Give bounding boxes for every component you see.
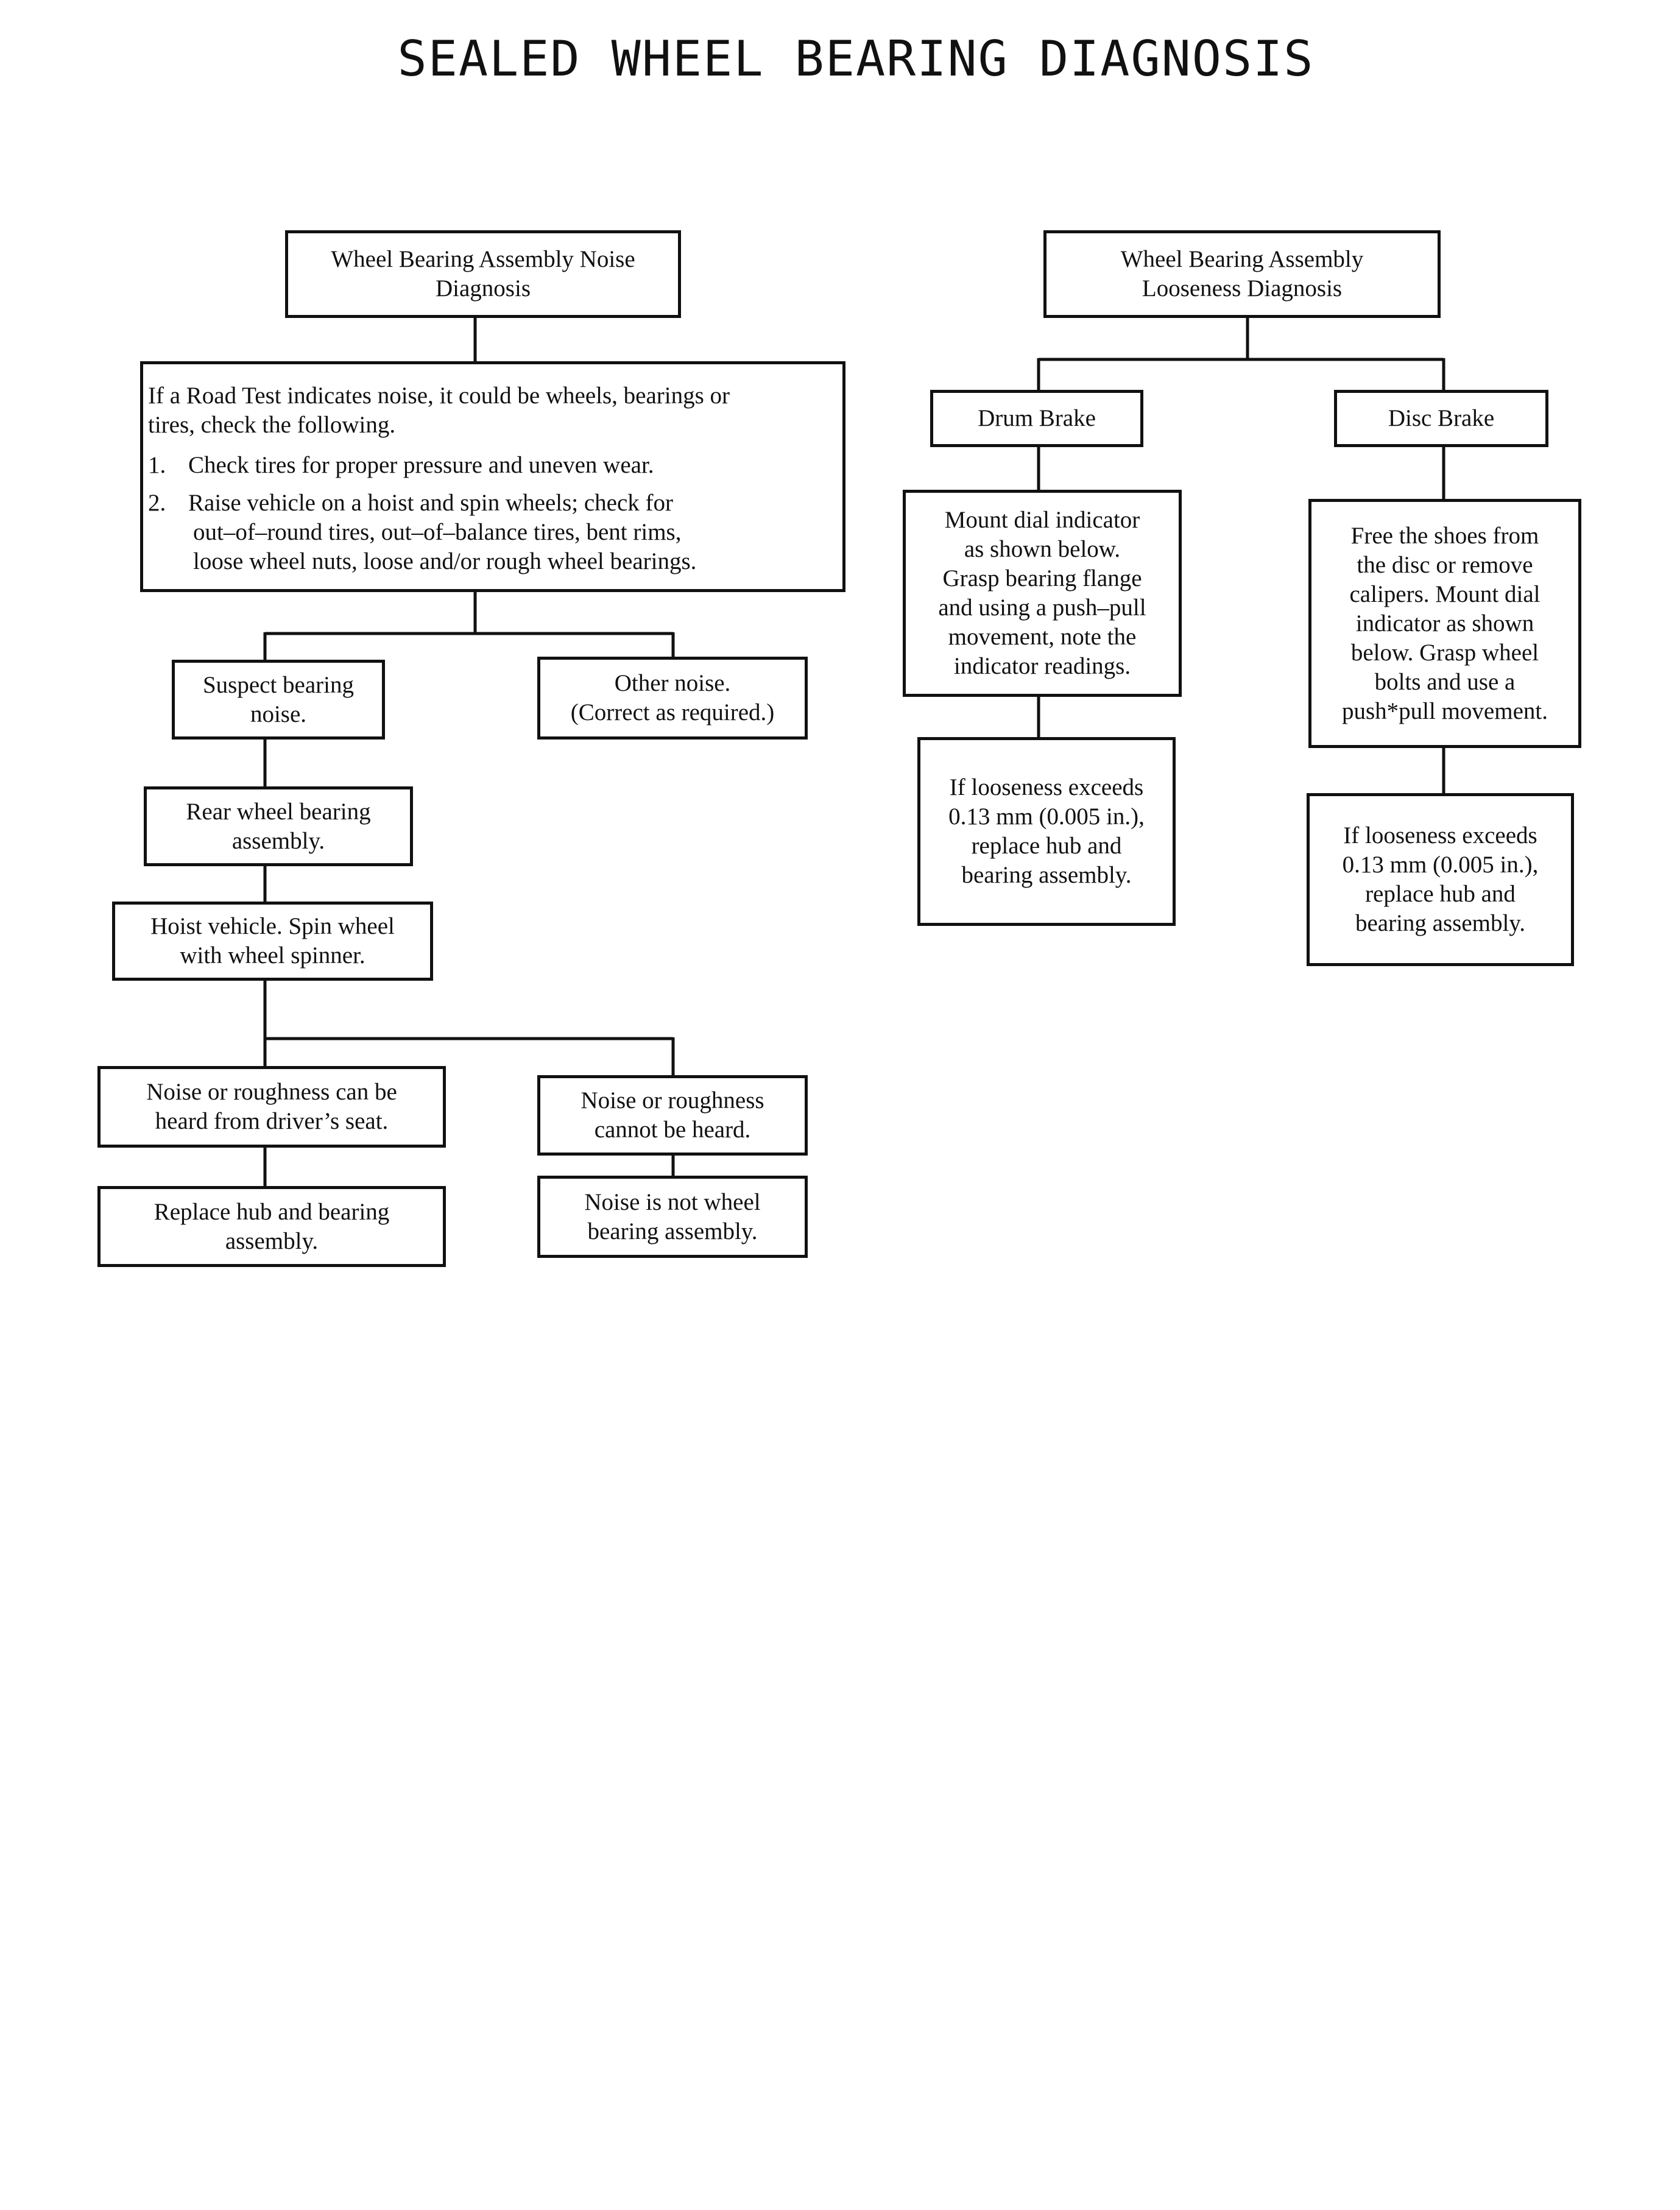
disc-brake-box: Disc Brake — [1334, 390, 1548, 447]
replace-hub-line: Replace hub and bearing — [154, 1198, 390, 1225]
disc-brake-label: Disc Brake — [1388, 405, 1495, 431]
noise-header-line: Diagnosis — [436, 275, 531, 302]
check-item-line: loose wheel nuts, loose and/or rough whe… — [193, 548, 697, 574]
looseness-header-line: Looseness Diagnosis — [1142, 275, 1343, 302]
disc-dial-indicator-box: Free the shoes from the disc or remove c… — [1308, 499, 1581, 748]
drum-step-line: indicator readings. — [953, 653, 1131, 679]
drum-step-line: Mount dial indicator — [944, 507, 1140, 533]
page-title: SEALED WHEEL BEARING DIAGNOSIS — [397, 30, 1315, 87]
replace-hub-line: assembly. — [225, 1227, 319, 1254]
drum-brake-label: Drum Brake — [978, 405, 1096, 431]
disc-result-line: bearing assembly. — [1355, 910, 1526, 936]
disc-step-line: below. Grasp wheel — [1350, 639, 1539, 666]
check-item-line: Check tires for proper pressure and unev… — [188, 452, 654, 478]
check-item-number: 2. — [148, 490, 166, 516]
disc-result-line: replace hub and — [1365, 881, 1516, 907]
drum-result-line: replace hub and — [971, 833, 1122, 859]
suspect-bearing-line: Suspect bearing — [202, 671, 354, 698]
noise-heard-line: Noise or roughness can be — [146, 1079, 397, 1105]
noise-header-line: Wheel Bearing Assembly Noise — [331, 246, 635, 272]
noise-not-heard-box: Noise or roughness cannot be heard. — [537, 1075, 808, 1156]
rear-wheel-line: assembly. — [231, 827, 325, 854]
drum-result-line: If looseness exceeds — [949, 774, 1144, 800]
not-wheel-bearing-line: Noise is not wheel — [584, 1188, 761, 1215]
disc-step-line: bolts and use a — [1374, 668, 1516, 695]
disc-step-line: calipers. Mount dial — [1349, 581, 1541, 607]
drum-step-line: Grasp bearing flange — [942, 565, 1142, 591]
looseness-header-line: Wheel Bearing Assembly — [1120, 246, 1364, 272]
suspect-bearing-box: Suspect bearing noise. — [172, 660, 385, 740]
noise-not-heard-line: Noise or roughness — [581, 1087, 764, 1114]
noise-heard-line: heard from driver’s seat. — [155, 1108, 389, 1134]
looseness-diagnosis-header: Wheel Bearing Assembly Looseness Diagnos… — [1043, 230, 1441, 318]
hoist-vehicle-box: Hoist vehicle. Spin wheel with wheel spi… — [112, 902, 433, 981]
rear-wheel-bearing-box: Rear wheel bearing assembly. — [144, 786, 413, 866]
hoist-line: with wheel spinner. — [180, 942, 365, 969]
disc-step-line: push*pull movement. — [1342, 697, 1548, 724]
check-item-number: 1. — [148, 452, 166, 478]
hoist-line: Hoist vehicle. Spin wheel — [150, 913, 395, 939]
suspect-bearing-line: noise. — [250, 701, 307, 727]
disc-step-line: the disc or remove — [1357, 551, 1533, 578]
noise-not-heard-line: cannot be heard. — [594, 1117, 751, 1143]
road-test-intro-line: tires, check the following. — [148, 412, 396, 438]
other-noise-box: Other noise. (Correct as required.) — [537, 657, 808, 740]
drum-dial-indicator-box: Mount dial indicator as shown below. Gra… — [903, 490, 1182, 697]
check-item: 1. Check tires for proper pressure and u… — [148, 451, 654, 480]
not-wheel-bearing-box: Noise is not wheel bearing assembly. — [537, 1176, 808, 1258]
drum-result-line: bearing assembly. — [961, 862, 1132, 888]
disc-step-line: indicator as shown — [1355, 610, 1534, 637]
drum-step-line: and using a push–pull — [938, 595, 1146, 621]
disc-looseness-result-box: If looseness exceeds 0.13 mm (0.005 in.)… — [1307, 793, 1574, 966]
road-test-intro-line: If a Road Test indicates noise, it could… — [148, 383, 730, 409]
check-item: 2. Raise vehicle on a hoist and spin whe… — [148, 489, 673, 518]
disc-result-line: If looseness exceeds — [1343, 822, 1537, 849]
other-noise-line: Other noise. — [614, 670, 731, 696]
drum-step-line: movement, note the — [948, 624, 1137, 650]
drum-result-line: 0.13 mm (0.005 in.), — [948, 803, 1145, 830]
drum-step-line: as shown below. — [964, 536, 1121, 562]
replace-hub-box: Replace hub and bearing assembly. — [97, 1186, 446, 1267]
disc-step-line: Free the shoes from — [1350, 522, 1539, 549]
road-test-box: If a Road Test indicates noise, it could… — [140, 361, 845, 592]
drum-brake-box: Drum Brake — [930, 390, 1143, 447]
other-noise-line: (Correct as required.) — [570, 699, 775, 725]
noise-heard-box: Noise or roughness can be heard from dri… — [97, 1066, 446, 1148]
noise-diagnosis-header: Wheel Bearing Assembly Noise Diagnosis — [285, 230, 681, 318]
drum-looseness-result-box: If looseness exceeds 0.13 mm (0.005 in.)… — [917, 737, 1176, 926]
rear-wheel-line: Rear wheel bearing — [186, 798, 371, 825]
disc-result-line: 0.13 mm (0.005 in.), — [1342, 852, 1539, 878]
check-item-line: Raise vehicle on a hoist and spin wheels… — [188, 490, 674, 516]
not-wheel-bearing-line: bearing assembly. — [587, 1218, 758, 1244]
check-item-line: out–of–round tires, out–of–balance tires… — [193, 519, 682, 545]
